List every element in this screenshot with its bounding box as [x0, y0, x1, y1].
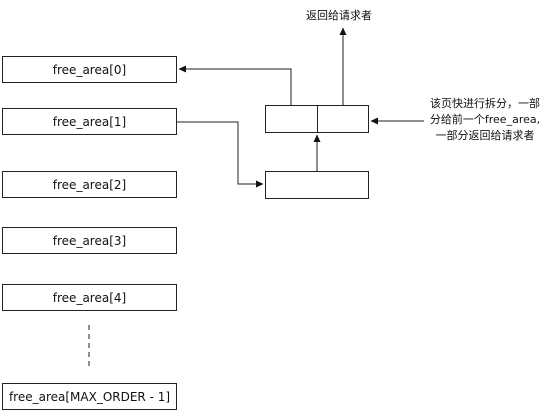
split-block	[265, 105, 369, 133]
arrow-free-area-1-to-block	[177, 121, 264, 188]
free-area-0-box: free_area[0]	[2, 56, 177, 83]
free-area-max-order-box: free_area[MAX_ORDER - 1]	[2, 383, 177, 410]
split-note-line-3: 一部分返回给请求者	[435, 129, 535, 142]
source-block	[265, 171, 369, 199]
free-area-1-box: free_area[1]	[2, 108, 177, 135]
free-area-4-box: free_area[4]	[2, 284, 177, 311]
split-divider	[317, 106, 318, 132]
arrow-split-half-to-free-area-0	[178, 65, 292, 105]
return-to-requester-label: 返回给请求者	[306, 9, 372, 22]
free-area-2-box: free_area[2]	[2, 171, 177, 198]
split-note-line-2: 分给前一个free_area,	[429, 113, 541, 126]
free-area-3-box: free_area[3]	[2, 227, 177, 254]
split-note-line-1: 该页快进行拆分，一部	[430, 97, 540, 110]
split-note: 该页快进行拆分，一部 分给前一个free_area, 一部分返回给请求者	[418, 96, 552, 144]
